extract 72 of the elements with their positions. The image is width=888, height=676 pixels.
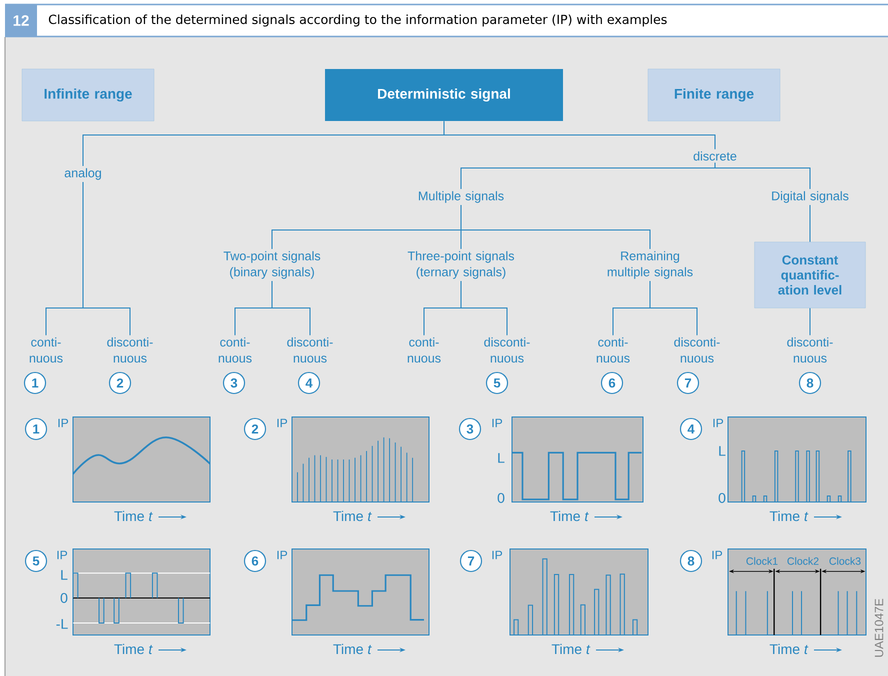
axis-label: Time t <box>770 644 808 654</box>
circled-number: 1 <box>24 418 48 440</box>
tick-label: 0 <box>498 493 504 503</box>
leaf-label: disconti-nuous <box>787 337 833 363</box>
category-label: Digital signals <box>772 191 848 203</box>
circled-number: 7 <box>460 550 482 572</box>
axis-label: IP <box>57 550 68 560</box>
axis-label: Time t <box>550 510 589 522</box>
leaf-label: disconti-nuous <box>674 337 720 363</box>
leaf-label: conti-nuous <box>218 337 252 363</box>
connector-line <box>460 204 650 250</box>
connector-line <box>82 182 130 336</box>
leaf-label: disconti-nuous <box>107 337 153 363</box>
connector-line <box>444 120 716 150</box>
circled-number: 1 <box>24 372 46 394</box>
axis-label: IP <box>58 418 68 428</box>
axis-label: Time t <box>114 510 153 522</box>
axis-label: IP <box>277 550 288 560</box>
category-label: Three-point signals (ternary signals) <box>408 251 514 279</box>
circled-number: 5 <box>24 550 48 572</box>
category-label: analog <box>64 168 101 180</box>
category-label: Remaining multiple signals <box>608 251 693 279</box>
axis-label: IP <box>712 550 722 560</box>
leaf-label: disconti-nuous <box>484 337 530 363</box>
connector-line <box>272 280 310 336</box>
leaf-label: conti-nuous <box>30 337 63 363</box>
connector-line <box>714 162 810 190</box>
connector-line <box>460 280 508 336</box>
circled-number: 4 <box>298 372 320 394</box>
circled-number: 3 <box>458 418 482 440</box>
axis-label: IP <box>277 418 288 428</box>
tick-label: L <box>498 453 504 463</box>
circled-number: 6 <box>600 372 624 394</box>
circled-number: 2 <box>244 418 266 440</box>
tick-label: L <box>61 570 68 580</box>
category-box: Constant quantific-ation level <box>754 242 866 308</box>
circled-number: 3 <box>222 372 246 394</box>
category-label: Multiple signals <box>418 191 504 203</box>
axis-label: Time t <box>770 510 808 522</box>
circled-number: 6 <box>244 550 266 572</box>
circled-number: 7 <box>676 372 700 394</box>
clock-label: Clock2 <box>788 557 818 565</box>
axis-label: Time t <box>552 644 590 654</box>
axis-label: IP <box>713 418 724 428</box>
range-box: Infinite range <box>22 68 154 122</box>
root-box: Deterministic signal <box>325 69 563 121</box>
circled-number: 4 <box>680 418 702 440</box>
axis-label: IP <box>492 418 502 428</box>
clock-label: Clock3 <box>830 557 861 565</box>
category-label: discrete <box>694 151 736 161</box>
figure-code: UAE1047E <box>874 598 884 657</box>
leaf-label: conti-nuous <box>408 337 441 363</box>
circled-number: 8 <box>680 550 702 572</box>
axis-label: Time t <box>333 644 372 654</box>
axis-label: IP <box>492 550 502 560</box>
clock-label: Clock1 <box>746 557 778 565</box>
leaf-label: conti-nuous <box>596 337 630 363</box>
circled-number: 5 <box>486 372 508 394</box>
tick-label: 0 <box>60 593 68 603</box>
category-label: Two-point signals (binary signals) <box>224 251 320 279</box>
circled-number: 2 <box>108 372 132 394</box>
leaf-label: disconti-nuous <box>287 337 333 363</box>
figure-number: 12 <box>5 5 37 36</box>
circled-number: 8 <box>798 372 822 394</box>
range-box: Finite range <box>648 68 780 122</box>
tick-label: -L <box>56 619 68 629</box>
axis-label: Time t <box>333 510 372 522</box>
tick-label: L <box>719 446 726 456</box>
axis-label: Time t <box>114 644 153 654</box>
tick-label: 0 <box>718 493 726 503</box>
figure-title: Classification of the determined signals according to the information parameter (IP) with examples <box>48 14 667 27</box>
connector-line <box>650 280 698 336</box>
